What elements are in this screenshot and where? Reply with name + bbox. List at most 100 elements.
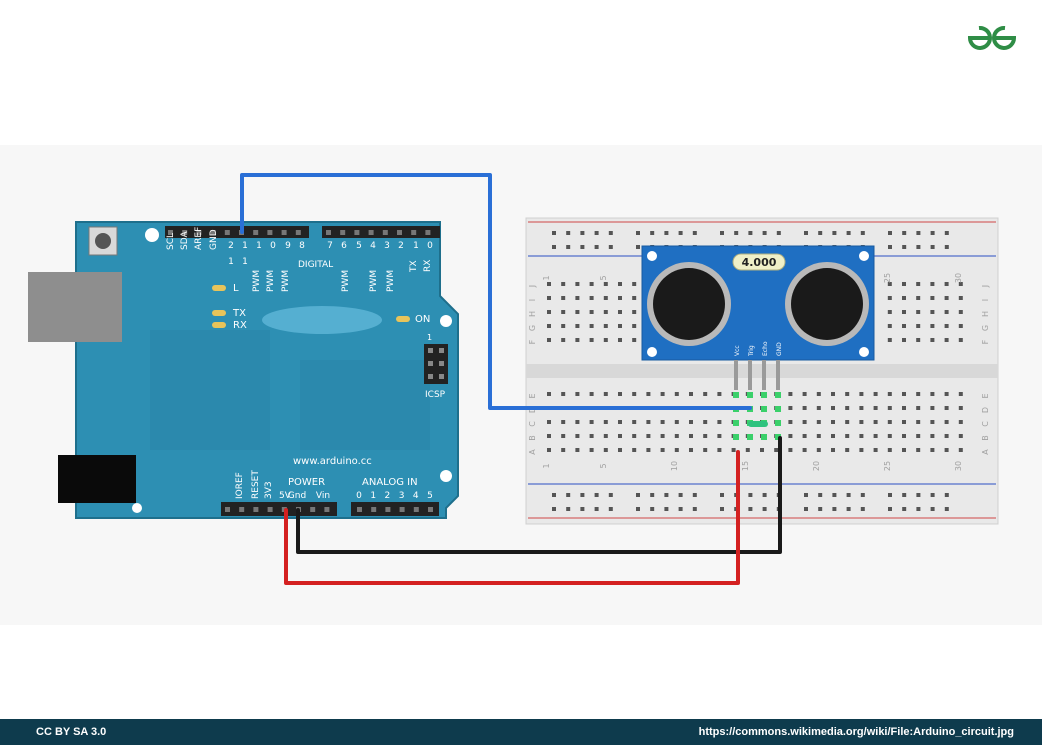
breadboard-hole: [859, 392, 864, 396]
breadboard-hole: [816, 448, 821, 452]
breadboard-hole: [692, 507, 697, 511]
breadboard-hole: [636, 507, 640, 511]
breadboard-hole: [632, 434, 637, 438]
breadboard-hole: [636, 231, 640, 235]
breadboard-hole: [887, 296, 892, 300]
breadboard-hole: [689, 392, 693, 396]
header-pin: [399, 507, 405, 512]
breadboard-hole: [873, 448, 878, 452]
icsp-pins: [428, 348, 444, 379]
breadboard-hole: [618, 392, 622, 396]
header-pin: [340, 230, 346, 235]
breadboard-hole: [930, 392, 935, 396]
breadboard-hole: [566, 507, 571, 511]
transducer-right-mesh: [791, 268, 863, 340]
column-number: 25: [883, 461, 892, 471]
breadboard-hole: [561, 392, 566, 396]
breadboard-hole: [717, 448, 722, 452]
breadboard-hole: [589, 420, 594, 424]
breadboard-hole: [762, 493, 767, 497]
breadboard-hole: [561, 420, 566, 424]
breadboard-hole: [816, 434, 821, 438]
column-number: 15: [741, 461, 750, 471]
power-pin-label: RESET: [251, 470, 261, 499]
breadboard-hole: [930, 245, 935, 249]
breadboard-hole: [734, 231, 739, 235]
column-number: 10: [670, 461, 679, 471]
breadboard-hole: [916, 245, 921, 249]
breadboard-hole: [547, 282, 551, 286]
breadboard-hole: [561, 282, 566, 286]
breadboard-hole: [618, 324, 622, 328]
breadboard-hole: [678, 231, 683, 235]
breadboard-hole: [887, 434, 892, 438]
breadboard-hole: [660, 420, 665, 424]
breadboard-hole: [646, 392, 651, 396]
breadboard-hole: [589, 434, 594, 438]
breadboard-hole: [788, 392, 793, 396]
breadboard-hole: [873, 420, 878, 424]
breadboard-hole: [944, 406, 949, 410]
digital-header-right: [322, 226, 440, 238]
footer-bar: CC BY SA 3.0 https://commons.wikimedia.o…: [0, 719, 1042, 745]
header-pin: [224, 230, 230, 235]
breadboard-hole: [958, 392, 963, 396]
row-letter: B: [528, 435, 537, 441]
breadboard-hole: [552, 231, 556, 235]
breadboard-hole: [636, 493, 640, 497]
breadboard-hole: [831, 392, 835, 396]
header-label: 1: [256, 241, 262, 251]
breadboard-hole: [547, 324, 551, 328]
breadboard-hole: [887, 448, 892, 452]
breadboard-hole: [930, 507, 935, 511]
analog-pin-label: 3: [399, 491, 405, 501]
breadboard-hole: [608, 245, 613, 249]
header-pin: [357, 507, 362, 512]
breadboard-hole: [650, 507, 655, 511]
analog-header: [351, 502, 439, 516]
header-pin: [168, 230, 173, 235]
sensor-pin-label: Echo: [762, 341, 769, 356]
breadboard-hole: [930, 282, 935, 286]
breadboard-hole: [692, 493, 697, 497]
breadboard-hole: [888, 245, 892, 249]
breadboard-hole: [944, 310, 949, 314]
breadboard-hole: [580, 507, 585, 511]
column-number: 1: [542, 463, 551, 468]
header-pin: [281, 230, 287, 235]
breadboard-hole: [689, 434, 693, 438]
led-tx-icon: [212, 310, 226, 316]
column-number: 20: [812, 461, 821, 471]
breadboard-hole: [561, 296, 566, 300]
header-label: PWM: [281, 270, 291, 292]
breadboard-hole: [846, 507, 851, 511]
breadboard-hole: [745, 448, 750, 452]
transducer-left-mesh: [653, 268, 725, 340]
analog-pin-label: 5: [427, 491, 433, 501]
breadboard-hole: [660, 434, 665, 438]
breadboard-hole: [902, 245, 907, 249]
breadboard-hole: [902, 296, 906, 300]
row-letter: A: [528, 449, 537, 455]
breadboard-hole: [930, 296, 935, 300]
breadboard-hole: [804, 493, 808, 497]
power-pin-label: 3V3: [264, 481, 274, 499]
breadboard-hole: [632, 420, 637, 424]
breadboard-hole: [575, 448, 580, 452]
mount-hole: [647, 347, 657, 357]
breadboard-hole: [916, 448, 921, 452]
column-number: 30: [954, 461, 963, 471]
breadboard-hole: [603, 420, 608, 424]
breadboard-hole: [618, 296, 622, 300]
breadboard-hole: [575, 296, 580, 300]
breadboard-hole: [845, 420, 850, 424]
breadboard-hole: [561, 338, 566, 342]
breadboard-hole: [859, 406, 864, 410]
breadboard-hole: [561, 448, 566, 452]
header-label: 8: [299, 241, 305, 251]
source-link[interactable]: https://commons.wikimedia.org/wiki/File:…: [698, 726, 1014, 738]
header-label: 1: [242, 257, 248, 267]
